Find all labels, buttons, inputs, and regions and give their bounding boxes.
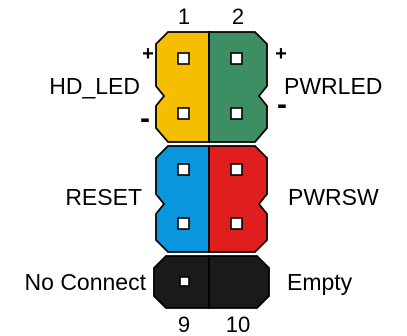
hd-led-label: HD_LED [49,73,140,99]
pwrled-label: PWRLED [284,73,382,99]
pin-4 [230,107,243,120]
hd-led-minus-sign: - [140,102,150,135]
reset-block [155,145,210,253]
pwrled-plus-sign: + [275,43,287,65]
pwrled-block [208,31,268,143]
pin-7 [177,217,190,230]
pwrsw-label: PWRSW [288,184,379,210]
pin-number-9: 9 [178,312,190,336]
hd-led-block [155,31,210,143]
pin-number-2: 2 [232,4,244,29]
empty-label: Empty [287,269,353,295]
pin-6 [230,163,243,176]
reset-label: RESET [65,184,142,210]
pin-1 [177,52,190,65]
pin-2 [230,52,243,65]
pin-number-10: 10 [226,312,250,336]
pin-3 [177,107,190,120]
pwrled-minus-sign: - [277,88,287,121]
pin-9 [179,276,190,287]
pin-8 [230,217,243,230]
pwrsw-block [208,145,268,253]
no-connect-label: No Connect [25,269,147,295]
pin-5 [177,163,190,176]
pin-number-1: 1 [178,4,190,29]
empty-block [208,255,270,309]
hd-led-plus-sign: + [142,43,154,65]
